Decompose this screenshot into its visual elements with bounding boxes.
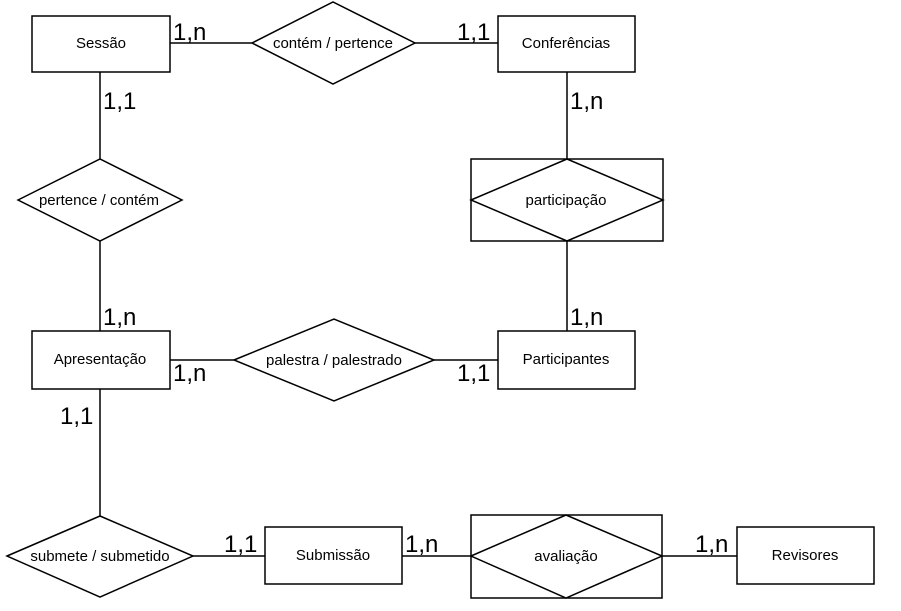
relationship-pertence-contem[interactable]: pertence / contém xyxy=(16,158,184,242)
entity-label: Revisores xyxy=(772,547,839,564)
relationship-diamond xyxy=(232,318,436,402)
relationship-contem-pertence[interactable]: contém / pertence xyxy=(250,1,417,85)
relationship-diamond xyxy=(5,515,195,598)
cardinality-submissao-submete: 1,1 xyxy=(224,531,257,558)
entity-revisores[interactable]: Revisores xyxy=(736,526,875,585)
relationship-label: contém / pertence xyxy=(273,35,393,52)
entity-box xyxy=(497,15,636,73)
relationship-palestra-palestrado[interactable]: palestra / palestrado xyxy=(232,318,436,402)
cardinality-apresentacao-submete: 1,1 xyxy=(60,403,93,430)
entity-label: Apresentação xyxy=(54,351,147,368)
entity-participantes[interactable]: Participantes xyxy=(497,330,636,390)
entity-sessao[interactable]: Sessão xyxy=(31,15,171,73)
relationship-diamond xyxy=(469,158,665,242)
relationship-label: palestra / palestrado xyxy=(266,352,402,369)
cardinality-revisores-avaliacao: 1,n xyxy=(695,531,728,558)
connectors xyxy=(99,42,737,557)
relationship-avaliacao[interactable]: avaliação xyxy=(469,514,664,599)
cardinality-sessao-contem: 1,n xyxy=(173,19,206,46)
entity-box xyxy=(31,15,171,73)
cardinality-conferencias-participacao: 1,n xyxy=(570,88,603,115)
entity-label: Participantes xyxy=(523,351,610,368)
relationship-label: pertence / contém xyxy=(39,192,159,209)
relationship-diamond xyxy=(469,514,664,599)
entity-submissao[interactable]: Submissão xyxy=(264,526,403,585)
entity-apresentacao[interactable]: Apresentação xyxy=(31,330,171,390)
cardinality-submissao-avaliacao: 1,n xyxy=(405,531,438,558)
cardinality-apresentacao-pertence: 1,n xyxy=(103,304,136,331)
entity-label: Submissão xyxy=(296,547,370,564)
relationship-diamond xyxy=(250,1,417,85)
cardinality-apresentacao-palestra: 1,n xyxy=(173,360,206,387)
entity-conferencias[interactable]: Conferências xyxy=(497,15,636,73)
entity-box xyxy=(497,330,636,390)
relationship-diamond xyxy=(16,158,184,242)
entity-box xyxy=(736,526,875,585)
entity-box xyxy=(264,526,403,585)
cardinality-conferencias-contem: 1,1 xyxy=(457,19,490,46)
cardinalities: 1,n 1,1 1,1 1,n 1,n 1,n 1,n 1,1 1,1 1,1 … xyxy=(60,19,728,558)
relationship-label: avaliação xyxy=(534,548,597,565)
relationship-label: participação xyxy=(526,192,607,209)
relationship-submete-submetido[interactable]: submete / submetido xyxy=(5,515,195,598)
cardinality-sessao-pertence: 1,1 xyxy=(103,88,136,115)
entity-label: Sessão xyxy=(76,35,126,52)
relationship-label: submete / submetido xyxy=(30,548,169,565)
cardinality-participantes-participacao: 1,n xyxy=(570,304,603,331)
relationship-participacao[interactable]: participação xyxy=(469,158,665,242)
cardinality-participantes-palestra: 1,1 xyxy=(457,360,490,387)
entity-box xyxy=(31,330,171,390)
entity-label: Conferências xyxy=(522,35,610,52)
